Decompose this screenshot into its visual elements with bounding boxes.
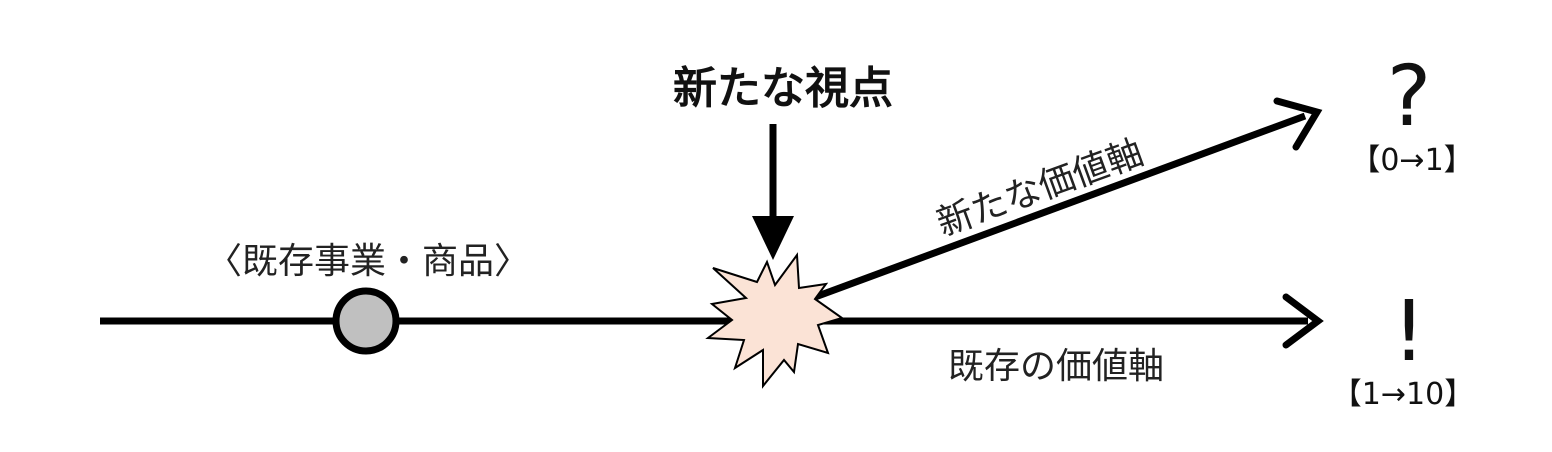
new-perspective-arrowhead [752, 216, 794, 260]
new-axis-arrowhead [1273, 97, 1323, 151]
new-axis-question-mark: ? [1387, 47, 1432, 145]
existing-axis-range: 【1→10】 [1332, 377, 1474, 412]
impact-burst [705, 252, 845, 389]
new-axis-range: 【0→1】 [1350, 143, 1473, 178]
diagram-title: 新たな視点 [673, 63, 893, 114]
existing-axis-label: 既存の価値軸 [948, 346, 1164, 387]
existing-axis-arrowhead [1282, 293, 1324, 349]
existing-business-node [332, 287, 400, 355]
existing-business-label: 〈既存事業・商品〉 [206, 241, 530, 282]
new-axis-line [778, 112, 1307, 314]
existing-axis-exclamation-mark: ! [1392, 282, 1426, 380]
